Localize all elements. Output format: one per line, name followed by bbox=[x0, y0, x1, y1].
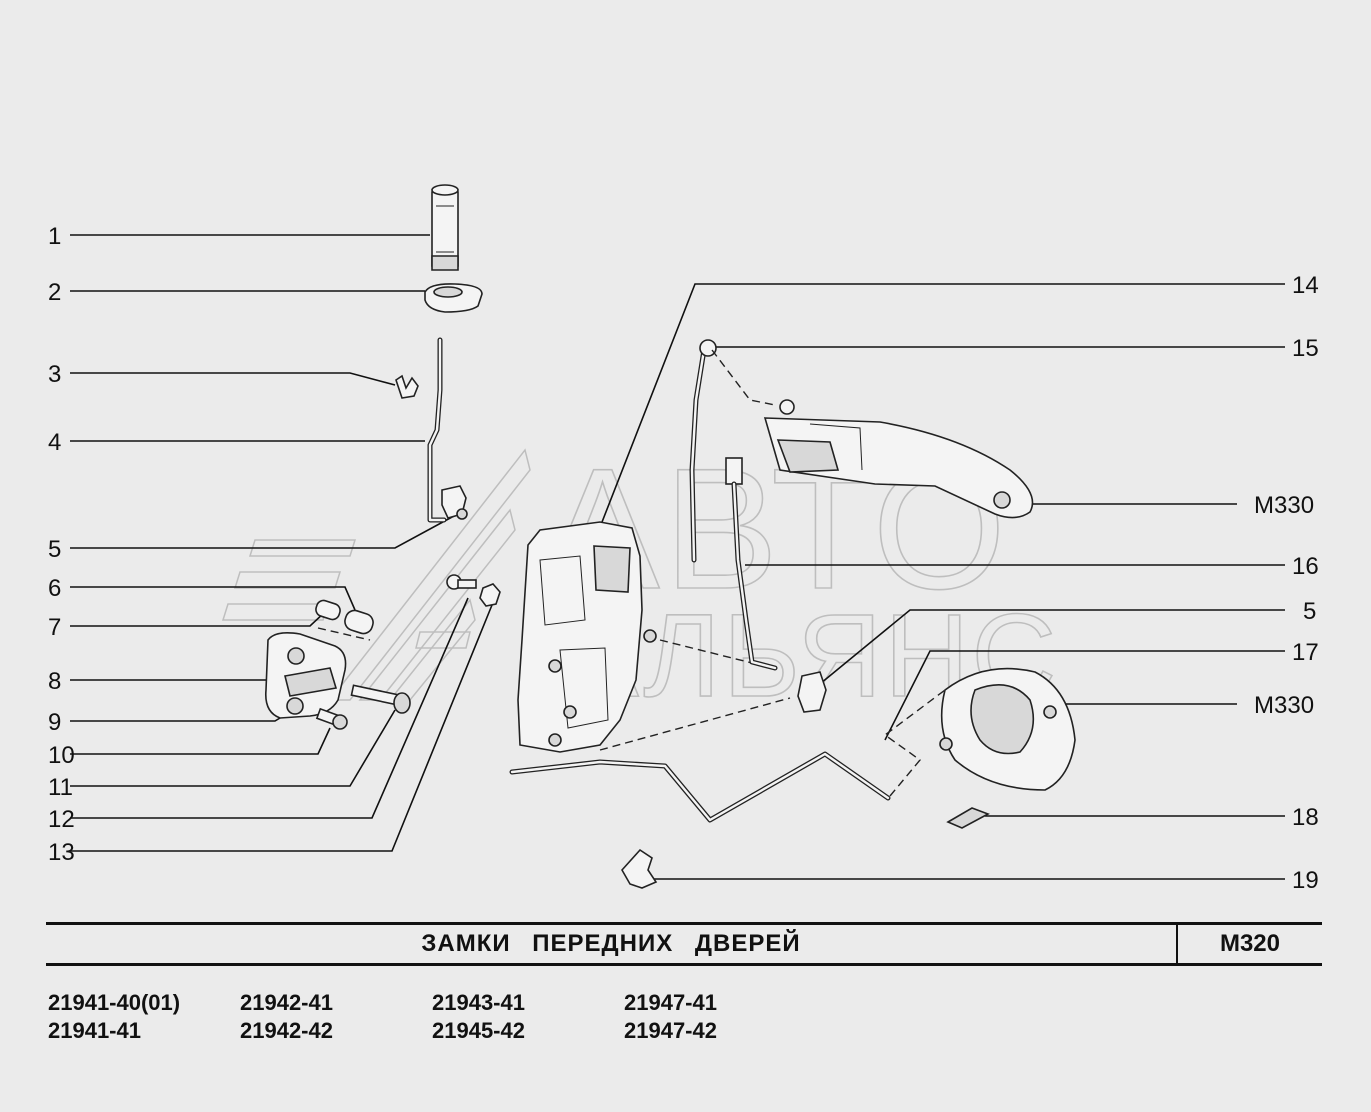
parts-diagram: АВТО АЛЬЯНС bbox=[48, 184, 1319, 894]
callout-12: 12 bbox=[48, 806, 75, 833]
page-title: ЗАМКИ ПЕРЕДНИХ ДВЕРЕЙ bbox=[421, 930, 801, 957]
callout-2: 2 bbox=[48, 279, 61, 306]
watermark-logo bbox=[221, 448, 531, 701]
callout-7: 7 bbox=[48, 614, 61, 641]
part-16-rod bbox=[725, 457, 778, 671]
part-3-clip bbox=[395, 374, 419, 399]
part-19-clip bbox=[621, 848, 658, 889]
callout-3: 3 bbox=[48, 361, 61, 388]
model-code: 21942-41 bbox=[240, 990, 333, 1015]
part-7-bushing bbox=[315, 599, 341, 621]
callout-11: 11 bbox=[48, 774, 73, 801]
title-divider bbox=[1176, 925, 1178, 963]
section-code: М320 bbox=[1219, 930, 1281, 957]
part-18-pad bbox=[946, 807, 990, 829]
callout-1: 1 bbox=[48, 223, 61, 250]
model-code: 21942-42 bbox=[240, 1018, 333, 1043]
model-code: 21947-41 bbox=[624, 990, 717, 1015]
callout-8: 8 bbox=[48, 668, 61, 695]
part-2-bushing bbox=[424, 283, 483, 313]
model-code: 21947-42 bbox=[624, 1018, 717, 1043]
part-inner-door-handle bbox=[939, 667, 1076, 791]
callout-13: 13 bbox=[48, 839, 75, 866]
callout-15: 15 bbox=[1292, 335, 1319, 362]
leader-lines bbox=[70, 234, 1285, 880]
callout-5: 5 bbox=[48, 536, 61, 563]
part-12-screw bbox=[446, 574, 477, 590]
part-outer-door-handle bbox=[763, 399, 1034, 519]
part-8-bracket bbox=[264, 632, 347, 719]
model-code: 21941-40(01) bbox=[48, 990, 181, 1015]
model-code: 21943-41 bbox=[432, 990, 525, 1015]
callout-17: 17 bbox=[1292, 639, 1319, 666]
model-code: 21941-41 bbox=[48, 1018, 141, 1043]
part-5-rod-clip bbox=[441, 485, 468, 520]
part-1-lock-knob bbox=[431, 184, 459, 271]
callout-16: 16 bbox=[1292, 553, 1319, 580]
callout-10: 10 bbox=[48, 742, 75, 769]
callout-19: 19 bbox=[1292, 867, 1319, 894]
callout-4: 4 bbox=[48, 429, 61, 456]
part-6-bushing bbox=[344, 609, 374, 635]
part-17-rod bbox=[509, 751, 891, 823]
callout-m330-top: M330 bbox=[1254, 492, 1314, 519]
callout-5-right: 5 bbox=[1303, 598, 1316, 625]
part-4-lock-rod bbox=[427, 337, 447, 523]
callouts-right: 14 15 M330 16 5 17 M330 18 19 bbox=[1254, 272, 1319, 894]
model-code: 21945-42 bbox=[432, 1018, 525, 1043]
part-14-door-lock bbox=[517, 521, 657, 753]
title-block: ЗАМКИ ПЕРЕДНИХ ДВЕРЕЙ М320 bbox=[46, 922, 1322, 966]
part-15-rod bbox=[689, 339, 717, 563]
callout-18: 18 bbox=[1292, 804, 1319, 831]
callout-14: 14 bbox=[1292, 272, 1319, 299]
part-10-screw bbox=[315, 707, 348, 730]
callout-m330-bottom: M330 bbox=[1254, 692, 1314, 719]
callout-6: 6 bbox=[48, 575, 61, 602]
part-5-clip-right bbox=[797, 671, 827, 713]
callout-9: 9 bbox=[48, 709, 61, 736]
part-13-nut bbox=[479, 583, 501, 607]
part-11-bolt bbox=[350, 684, 411, 714]
callouts-left: 1 2 3 4 5 6 7 8 9 10 11 12 13 bbox=[48, 223, 75, 866]
